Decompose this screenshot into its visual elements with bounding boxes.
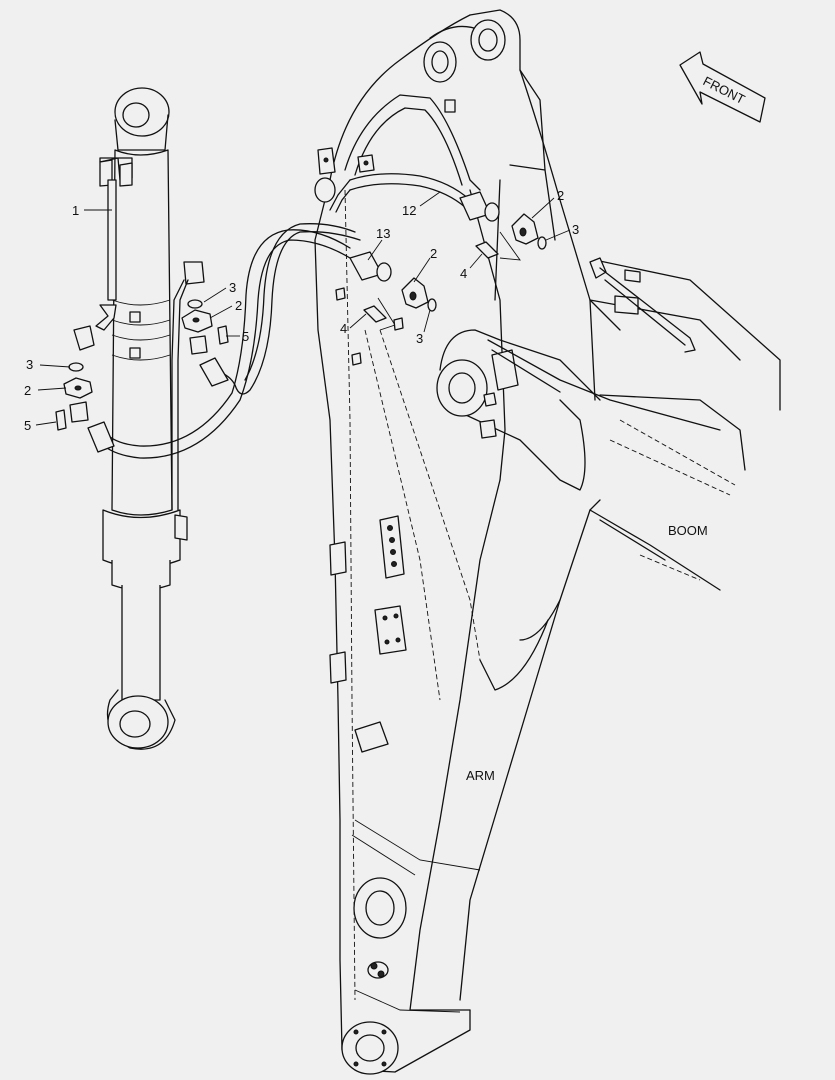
callout-12: 12 [402,203,416,218]
cylinder-fitting-group [181,299,229,345]
callouts: 1 12 13 2 3 4 2 3 4 3 2 5 3 2 5 [24,188,579,433]
leader-lines [35,191,571,426]
callout-3-top: 3 [572,222,579,237]
mid-fitting-group [349,251,437,331]
left-fitting-group [55,362,93,431]
callout-1: 1 [72,203,79,218]
callout-13: 13 [376,226,390,241]
hydraulic-cylinder [73,87,205,750]
callout-3-mid: 3 [416,331,423,346]
callout-3-left: 3 [26,357,33,372]
callout-2-top: 2 [557,188,564,203]
arm-structure [314,14,721,1075]
callout-4-mid: 4 [340,321,347,336]
top-fitting-group [459,191,547,261]
arm-label: ARM [466,768,495,783]
callout-2-left: 2 [24,383,31,398]
callout-2-mid: 2 [430,246,437,261]
hoses [69,173,471,459]
callout-2-cyl: 2 [235,298,242,313]
callout-4-top: 4 [460,266,467,281]
front-direction-arrow: FRONT [679,51,766,123]
boom-label: BOOM [668,523,708,538]
boom-structure [423,9,781,591]
callout-5-cyl: 5 [242,329,249,344]
callout-3-cyl: 3 [229,280,236,295]
callout-5-left: 5 [24,418,31,433]
